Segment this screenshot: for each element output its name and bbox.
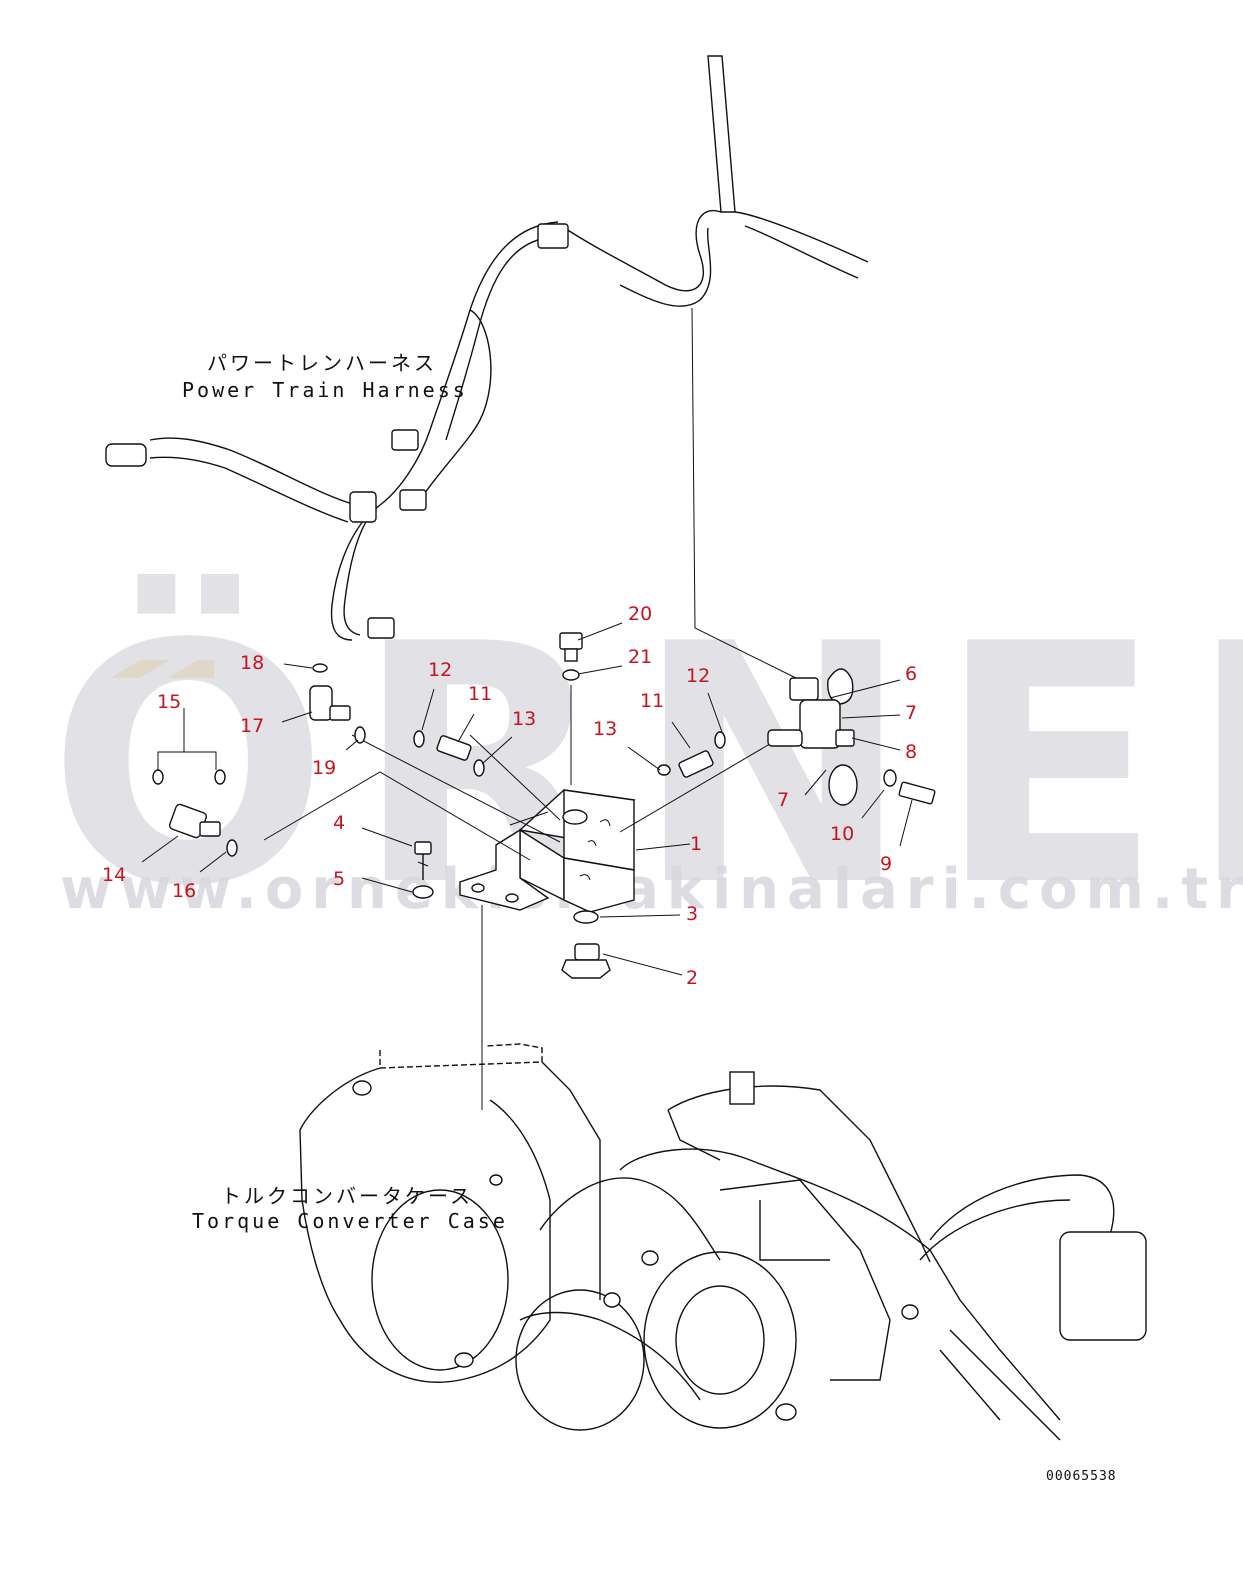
harness-label-en: Power Train Harness <box>182 378 468 402</box>
callout-leaders <box>141 622 913 976</box>
case-label-en: Torque Converter Case <box>192 1209 508 1233</box>
callout-14: 14 <box>102 864 126 886</box>
callout-6: 6 <box>905 663 917 685</box>
watermark: ÖRNEK www.ornekismakinalari.com.tr <box>48 571 1243 958</box>
watermark-brand: ÖRNEK <box>48 571 1243 958</box>
callout-3: 3 <box>686 903 698 925</box>
small-parts <box>152 632 936 979</box>
callouts: 20 21 18 12 11 13 15 17 19 14 16 4 5 1 3… <box>102 603 917 989</box>
callout-1: 1 <box>690 833 702 855</box>
callout-10: 10 <box>830 823 854 845</box>
callout-11-right: 11 <box>640 690 664 712</box>
case-label-jp: トルクコンバータケース <box>221 1184 473 1208</box>
document-number: 00065538 <box>1046 1469 1117 1484</box>
callout-7-top: 7 <box>905 702 917 724</box>
callout-17: 17 <box>240 715 264 737</box>
callout-8: 8 <box>905 741 917 763</box>
watermark-accent-left <box>110 660 170 678</box>
callout-5: 5 <box>333 868 345 890</box>
callout-18: 18 <box>240 652 264 674</box>
harness-leader-line <box>691 307 801 681</box>
callout-20: 20 <box>628 603 652 625</box>
callout-15: 15 <box>157 691 181 713</box>
power-train-harness: パワートレンハーネス Power Train Harness <box>105 55 869 641</box>
callout-9: 9 <box>880 853 892 875</box>
callout-12-right: 12 <box>686 665 710 687</box>
callout-2: 2 <box>686 967 698 989</box>
callout-16: 16 <box>172 880 196 902</box>
callout-21: 21 <box>628 646 652 668</box>
callout-13-right: 13 <box>593 718 617 740</box>
callout-13-left: 13 <box>512 708 536 730</box>
manifold-block <box>459 789 636 913</box>
callout-12-left: 12 <box>428 659 452 681</box>
watermark-accent-right <box>168 660 214 678</box>
callout-11-left: 11 <box>468 683 492 705</box>
harness-label-jp: パワートレンハーネス <box>207 351 437 375</box>
watermark-url: www.ornekismakinalari.com.tr <box>60 857 1243 922</box>
torque-converter-case: トルクコンバータケース Torque Converter Case <box>192 1043 1147 1441</box>
leader-lines <box>263 685 781 1110</box>
callout-19: 19 <box>312 757 336 779</box>
callout-7-bottom: 7 <box>777 789 789 811</box>
callout-4: 4 <box>333 812 345 834</box>
